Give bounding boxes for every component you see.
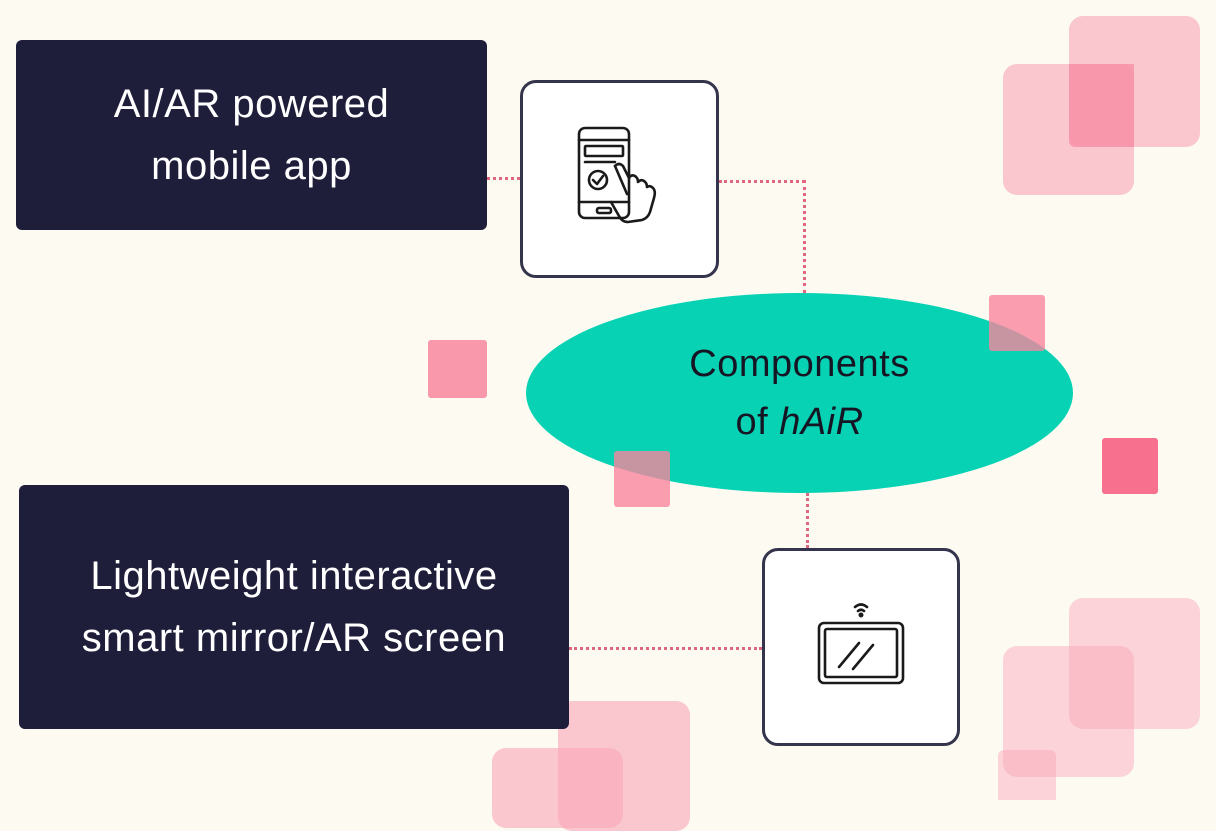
smart-screen-wifi-icon: [811, 595, 911, 700]
center-node-line1: Components: [689, 343, 910, 385]
component-label-smart-mirror: Lightweight interactive smart mirror/AR …: [19, 485, 569, 729]
connector-mirror-to-card: [569, 647, 762, 650]
icon-card-smart-mirror: [762, 548, 960, 746]
decor-square-bottom-right-front: [1003, 646, 1134, 777]
decor-square-bottom-center-front: [492, 748, 623, 828]
phone-touch-check-icon: [565, 122, 675, 237]
center-node-line2-prefix: of: [735, 401, 780, 443]
decor-square-top-right-overlap: [1069, 64, 1134, 147]
component-label-text: AI/AR powered mobile app: [113, 82, 390, 188]
center-node-line2: of hAiR: [735, 393, 863, 451]
decor-square-left-small: [428, 340, 487, 398]
icon-card-mobile-app: [520, 80, 719, 278]
decor-square-bottom-right-tiny: [998, 750, 1056, 800]
connector-card-to-center-horizontal: [719, 180, 805, 183]
decor-square-overlay-ellipse-left: [614, 451, 670, 507]
connector-center-to-screen-card: [806, 493, 809, 548]
decor-square-overlay-ellipse-right: [989, 295, 1045, 351]
connector-app-to-card: [487, 177, 520, 180]
connector-card-to-center-vertical: [803, 180, 806, 293]
decor-square-right-small: [1102, 438, 1158, 494]
component-label-text: Lightweight interactive smart mirror/AR …: [81, 554, 507, 660]
center-node-product-name: hAiR: [779, 401, 864, 443]
component-label-mobile-app: AI/AR powered mobile app: [16, 40, 487, 230]
decor-square-bottom-right-back: [1069, 598, 1200, 729]
